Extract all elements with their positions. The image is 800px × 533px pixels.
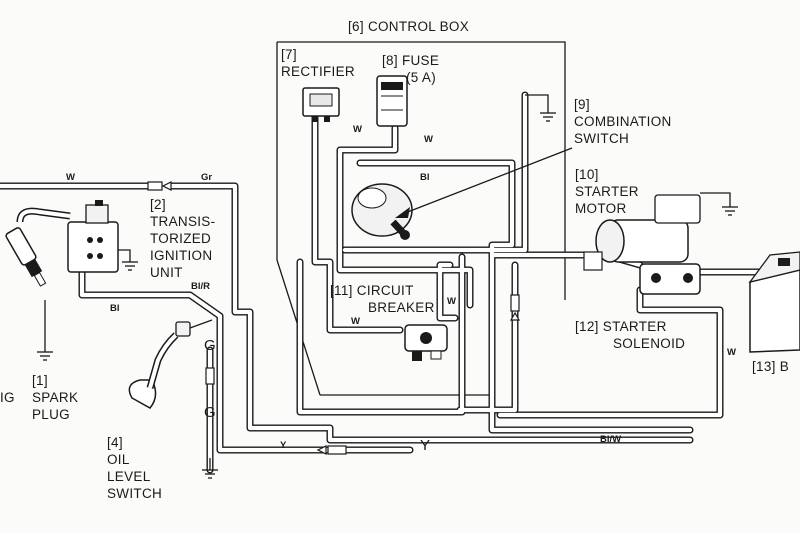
wire-code-w-breaker-right: W [447, 296, 456, 307]
fuse-label-line-2: (5 A) [406, 70, 437, 85]
spark-plug-label-line-3: PLUG [32, 407, 70, 422]
combination-switch-label: [9] COMBINATION SWITCH [574, 96, 672, 147]
wire-code-w-top-left: W [66, 172, 75, 183]
wire-code-bl-left: Bl [110, 303, 120, 314]
control-box-label: [6] CONTROL BOX [348, 19, 470, 34]
rectifier-label-line-2: RECTIFIER [281, 64, 355, 79]
circuit-breaker-label-line-2: BREAKER [368, 300, 435, 315]
oil-level-switch-drawing [128, 319, 213, 409]
wire-code-gr: Gr [201, 172, 213, 183]
spark-plug-label: [1] SPARK PLUG [32, 372, 78, 423]
connectors [147, 181, 521, 455]
oil-level-switch-label-line-2: OIL [107, 452, 130, 467]
spark-plug-label-line-2: SPARK [32, 390, 79, 405]
starter-solenoid-label-line-1: [12] STARTER [575, 319, 667, 334]
fuse-drawing [376, 75, 408, 127]
ignition-unit-label-line-2: TRANSIS- [150, 214, 216, 229]
fuse-label: [8] FUSE (5 A) [382, 52, 439, 86]
wire-code-g-upper: G [204, 337, 216, 354]
spark-plug-drawing [5, 227, 47, 287]
starter-solenoid-label-line-2: SOLENOID [613, 336, 686, 351]
rectifier-drawing [302, 87, 340, 122]
wire-code-y-left: Y [280, 440, 287, 451]
wire-code-w-breaker-left: W [351, 316, 360, 327]
rectifier-label-line-1: [7] [281, 47, 297, 62]
ignition-unit-label-line-5: UNIT [150, 265, 183, 280]
wire-code-w-fuse: W [424, 134, 433, 145]
ignition-unit-label-line-3: TORIZED [150, 231, 212, 246]
starter-motor-label: [10] STARTER MOTOR [575, 166, 639, 217]
oil-level-switch-label-line-4: SWITCH [107, 486, 163, 501]
circuit-breaker-label: [11] CIRCUIT BREAKER [330, 282, 435, 316]
combination-switch-label-line-2: COMBINATION [574, 114, 672, 129]
wire-code-y-right: Y [420, 437, 431, 454]
wire-code-w-solenoid: W [727, 347, 736, 358]
starter-motor-label-line-1: [10] [575, 167, 599, 182]
combination-switch-label-line-3: SWITCH [574, 131, 630, 146]
ignition-unit-drawing [16, 200, 119, 273]
starter-motor-label-line-2: STARTER [575, 184, 639, 199]
ignition-unit-label: [2] TRANSIS- TORIZED IGNITION UNIT [150, 196, 215, 281]
starter-motor-label-line-3: MOTOR [575, 201, 627, 216]
oil-level-switch-label: [4] OIL LEVEL SWITCH [107, 434, 162, 502]
starter-solenoid-drawing [639, 263, 701, 295]
wire-code-w-rectifier: W [353, 124, 362, 135]
ignition-coil-partial-label: IG [0, 390, 15, 405]
wire-code-bl-switch: Bl [420, 172, 430, 183]
starter-motor-drawing [583, 194, 701, 271]
circuit-breaker-drawing [404, 324, 448, 361]
spark-plug-label-line-1: [1] [32, 373, 48, 388]
starter-solenoid-label: [12] STARTER SOLENOID [575, 318, 685, 352]
battery-drawing [748, 251, 800, 353]
ignition-unit-label-line-1: [2] [150, 197, 166, 212]
battery-label: [13] B [752, 359, 790, 374]
wire-code-bl-w: Bl/W [600, 434, 622, 445]
rectifier-label: [7] RECTIFIER [281, 46, 355, 80]
oil-level-switch-label-line-3: LEVEL [107, 469, 151, 484]
ignition-unit-label-line-4: IGNITION [150, 248, 213, 263]
combination-switch-drawing [351, 147, 573, 240]
wire-code-bl-r: Bl/R [191, 281, 210, 292]
oil-level-switch-label-line-1: [4] [107, 435, 123, 450]
ground-symbols [37, 94, 738, 479]
circuit-breaker-label-line-1: [11] CIRCUIT [330, 283, 414, 298]
wire-code-g-lower: G [204, 404, 216, 421]
fuse-label-line-1: [8] FUSE [382, 53, 440, 68]
combination-switch-label-line-1: [9] [574, 97, 590, 112]
